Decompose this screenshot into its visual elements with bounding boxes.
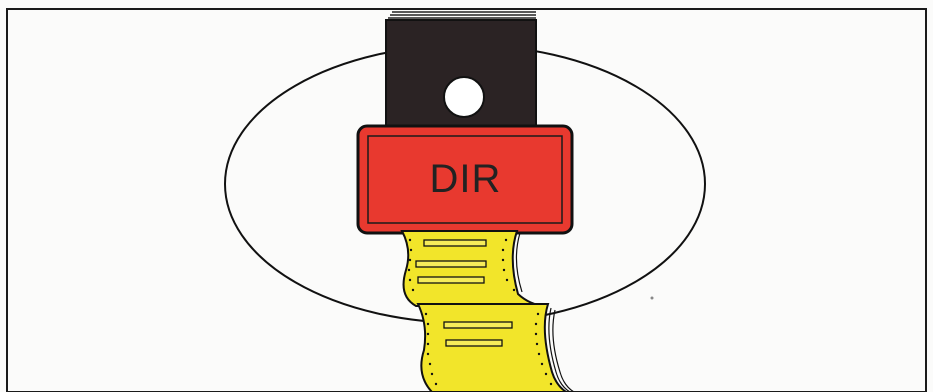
- floppy-disk-icon: [386, 12, 536, 138]
- disk-hole: [444, 77, 484, 117]
- speck-mark: [651, 297, 654, 300]
- disk-drive-icon: [358, 126, 572, 233]
